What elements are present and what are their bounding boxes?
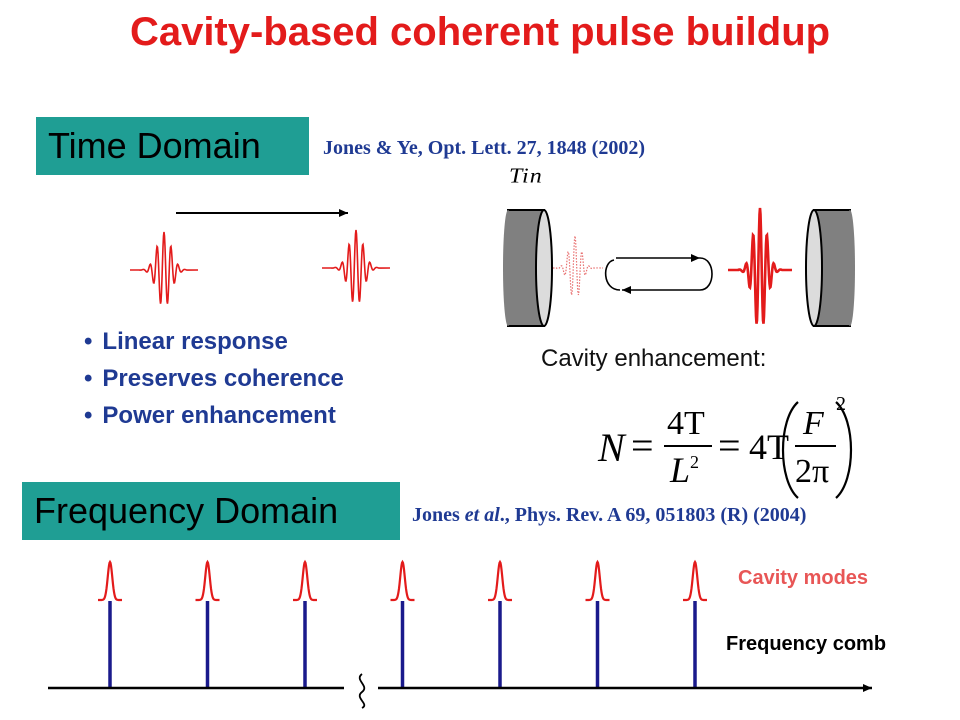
bullet-item: Power enhancement: [84, 397, 344, 434]
enhancement-equation: N = 4T L 2 = 4T F 2π 2: [597, 393, 852, 499]
circulation-arrows: [604, 254, 713, 294]
reference-journal: ., Phys. Rev. A 69, 051803 (R) (2004): [499, 504, 807, 526]
reference-authors: Jones: [412, 504, 465, 526]
eq-frac1-den: L: [669, 450, 690, 490]
svg-text:=: =: [631, 423, 654, 468]
cavity-mode-peak: [683, 559, 707, 602]
bullet-item: Preserves coherence: [84, 360, 344, 397]
pulse-inside-cavity: [728, 207, 793, 324]
pulse-waveform: [322, 229, 391, 302]
pulse-middle: [322, 229, 391, 302]
axis-break-icon: [358, 673, 366, 709]
eq-frac1-exp: 2: [690, 452, 699, 472]
pulse-waveform: [547, 235, 604, 296]
cavity-modes-label: Cavity modes: [738, 567, 869, 589]
cavity-mode-peak: [98, 559, 122, 602]
time-domain-reference: Jones & Ye, Opt. Lett. 27, 1848 (2002): [323, 137, 646, 159]
cavity-mode-peak: [488, 559, 512, 602]
cavity-mirror-right: [805, 209, 855, 327]
eq-frac2-num: F: [802, 405, 825, 442]
tin-label: Tin: [509, 164, 543, 188]
cavity-mirror-left: [503, 209, 553, 327]
pulse-entering-cavity: [547, 235, 604, 296]
cavity-mode-peak: [585, 559, 610, 602]
eq-frac1-num: 4T: [667, 405, 705, 442]
pulse-waveform: [130, 231, 199, 304]
cavity-mode-peak: [293, 559, 317, 602]
frequency-axis: [48, 673, 872, 709]
bullet-list: Linear response Preserves coherence Powe…: [84, 323, 344, 434]
time-domain-heading: Time Domain: [36, 117, 309, 175]
bullet-item: Linear response: [84, 323, 344, 360]
slide-title: Cavity-based coherent pulse buildup: [129, 10, 831, 54]
pulse-waveform: [728, 207, 793, 324]
cavity-mode-peak: [195, 559, 220, 602]
eq-frac2-den: 2π: [795, 453, 829, 490]
reference-et-al: et al: [464, 504, 500, 526]
frequency-domain-heading: Frequency Domain: [22, 482, 400, 540]
cavity-enhancement-label: Cavity enhancement:: [541, 345, 767, 372]
pulse-left: [130, 231, 199, 304]
cavity-mode-peak: [390, 559, 415, 602]
frequency-comb-label: Frequency comb: [726, 633, 887, 655]
eq-outer-exp: 2: [836, 393, 846, 415]
frequency-comb: [98, 559, 707, 688]
eq-n: N: [597, 425, 627, 470]
svg-text:=: =: [718, 423, 741, 468]
frequency-domain-reference: Jones et al., Phys. Rev. A 69, 051803 (R…: [412, 504, 806, 527]
